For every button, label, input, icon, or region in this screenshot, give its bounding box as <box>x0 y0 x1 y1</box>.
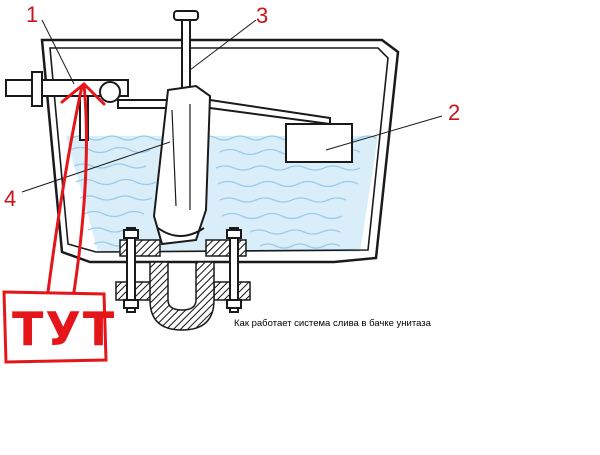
mounting-bolts <box>123 227 242 313</box>
float-lever <box>117 99 331 126</box>
tank-outer-wall <box>40 38 400 264</box>
float <box>285 123 353 163</box>
siphon-bottom-opening <box>157 227 205 237</box>
label-1: 1 <box>26 2 39 27</box>
annotation-box <box>2 290 108 364</box>
tank-inner-wall <box>49 47 389 253</box>
siphon-tube <box>152 84 212 246</box>
diagram-caption: Как работает система слива в бачке унита… <box>234 318 431 329</box>
siphon-tube-inner <box>171 104 191 210</box>
label-2: 2 <box>448 100 461 125</box>
water <box>66 136 378 252</box>
push-button-rod <box>173 10 199 91</box>
label-leaders <box>21 19 443 193</box>
annotation-text: ТУТ <box>12 302 117 356</box>
annotation-arrow <box>46 82 106 294</box>
label-4: 4 <box>4 186 17 211</box>
label-3: 3 <box>256 3 269 28</box>
inlet-valve <box>5 71 129 141</box>
